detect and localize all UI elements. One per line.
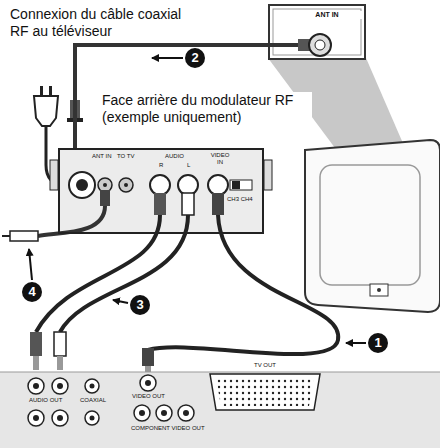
coax-jack-core [103, 183, 107, 187]
port-label: TO TV [116, 153, 135, 160]
television [305, 140, 440, 312]
coax-plug [100, 190, 110, 206]
player-jacks [28, 375, 194, 426]
tv-antenna-panel: ANT IN [268, 4, 366, 60]
rca-jack [208, 175, 228, 195]
rca-jack [150, 175, 170, 195]
coax-plug [10, 231, 38, 241]
callout-arrow [29, 249, 32, 280]
coax-jack-core [124, 183, 128, 187]
tv-plate [370, 284, 388, 296]
plug-prong [40, 86, 43, 96]
rca-plug [54, 332, 66, 356]
panel-caption: Face arrière du modulateur RF (exemple u… [102, 92, 312, 126]
tv-plate-dot [377, 288, 381, 292]
video-cable [148, 215, 338, 354]
port-label: COMPONENT VIDEO OUT [130, 425, 206, 432]
callout-arrow [152, 57, 183, 59]
callout-arrow [113, 300, 128, 303]
rca-jack [178, 175, 198, 195]
power-plug [34, 96, 58, 126]
switch-label: CH3 CH4 [226, 196, 254, 203]
port-label: COAXIAL [79, 397, 107, 404]
port-label: ANT IN [91, 153, 113, 160]
tv-back-cover [320, 165, 420, 285]
callout-number: 4 [22, 282, 42, 302]
rca-plug [154, 193, 166, 215]
rca-plug [182, 193, 194, 215]
port-label: ANT IN [292, 11, 362, 19]
port-label: AUDIO OUT [28, 397, 63, 404]
antenna-socket-core [315, 40, 325, 50]
rca-plug [142, 348, 154, 366]
rca-tip [57, 356, 63, 370]
scart-socket [210, 374, 320, 410]
port-label: TV OUT [253, 362, 277, 369]
mount-tab [264, 160, 272, 190]
plug-prong [49, 86, 52, 96]
channel-label: L [186, 162, 191, 169]
tv-panel-ground [268, 4, 366, 60]
panel-edge [0, 372, 440, 373]
callout-arrow [346, 342, 366, 344]
figure-caption: Connexion du câble coaxial RF au télévis… [10, 6, 182, 40]
player-back-panel [0, 376, 440, 448]
coax-jack [119, 178, 133, 192]
rca-plug [30, 332, 42, 356]
coax-pin [2, 235, 10, 237]
tv-panel-inner [273, 9, 361, 55]
power-inlet-core [76, 179, 88, 191]
rca-tip [33, 356, 39, 370]
callout-number: 3 [130, 295, 150, 315]
switch-knob [232, 181, 240, 189]
channel-label: R [158, 162, 164, 169]
antenna-socket [309, 34, 331, 56]
channel-switch [230, 180, 252, 190]
port-label: VIDEO IN [206, 152, 234, 165]
callout-number: 1 [368, 333, 388, 353]
antenna-cable [38, 206, 105, 236]
mount-tab [50, 160, 58, 190]
rca-plug [212, 193, 224, 215]
port-label: AUDIO [164, 153, 185, 160]
callout-number: 2 [185, 48, 205, 68]
power-inlet [69, 172, 95, 198]
coax-jack [98, 178, 112, 192]
port-label: VIDEO OUT [131, 393, 166, 400]
scart-pins [216, 378, 314, 406]
